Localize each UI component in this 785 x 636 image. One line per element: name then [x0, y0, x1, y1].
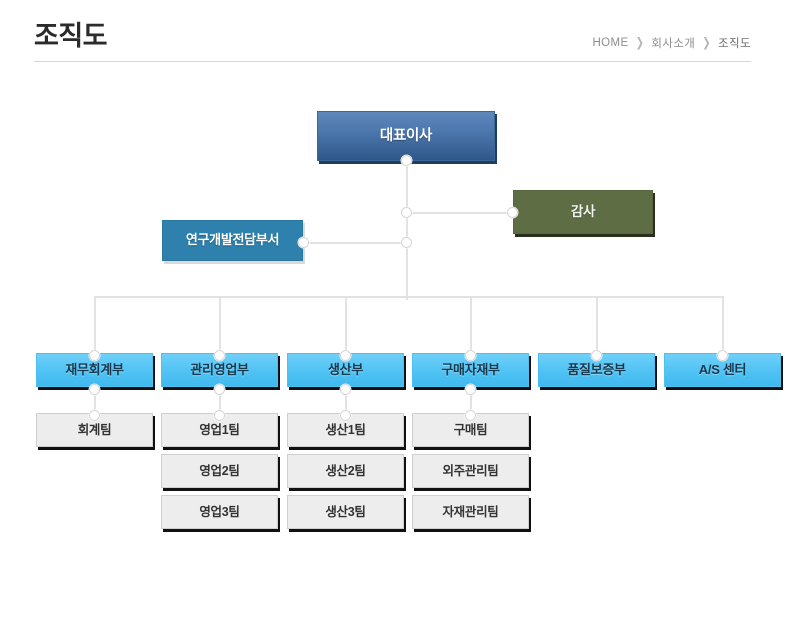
node-team-sales-2[interactable]: 영업2팀 — [161, 454, 278, 488]
connector-rnd-horizontal — [303, 242, 407, 244]
connector-drop-dept-0 — [94, 296, 96, 356]
connector-node-rnd-junction — [401, 237, 412, 248]
connector-trunk-vertical — [406, 112, 408, 300]
page-header: 조직도 HOME ❯ 회사소개 ❯ 조직도 — [0, 0, 785, 62]
connector-node-dept-1-bottom — [214, 384, 225, 395]
chevron-right-icon: ❯ — [702, 36, 712, 50]
breadcrumb-item-current: 조직도 — [718, 38, 751, 50]
connector-drop-dept-2 — [345, 296, 347, 356]
connector-node-auditor-left — [507, 207, 518, 218]
connector-drop-dept-3 — [470, 296, 472, 356]
connector-node-team-1-top — [214, 410, 225, 421]
connector-node-dept-3-top — [465, 350, 476, 361]
node-team-materials[interactable]: 자재관리팀 — [412, 495, 529, 529]
connector-auditor-horizontal — [407, 212, 513, 214]
connector-dept-to-team-2 — [345, 389, 347, 417]
chevron-right-icon: ❯ — [635, 36, 645, 50]
connector-drop-dept-5 — [722, 296, 724, 356]
node-rnd-department[interactable]: 연구개발전담부서 — [162, 220, 303, 261]
connector-node-dept-2-bottom — [340, 384, 351, 395]
connector-dept-to-team-1 — [219, 389, 221, 417]
connector-node-dept-0-bottom — [89, 384, 100, 395]
connector-node-dept-1-top — [214, 350, 225, 361]
page-title: 조직도 — [34, 21, 108, 51]
connector-node-dept-0-top — [89, 350, 100, 361]
connector-drop-dept-1 — [219, 296, 221, 356]
connector-node-rnd-right — [298, 237, 309, 248]
node-team-outsourcing[interactable]: 외주관리팀 — [412, 454, 529, 488]
header-divider — [34, 61, 751, 62]
connector-department-bus — [95, 296, 724, 298]
connector-node-team-3-top — [465, 410, 476, 421]
connector-node-dept-3-bottom — [465, 384, 476, 395]
connector-dept-to-team-0 — [94, 389, 96, 417]
connector-node-auditor-junction — [401, 207, 412, 218]
connector-node-team-0-top — [89, 410, 100, 421]
connector-drop-dept-4 — [596, 296, 598, 356]
connector-node-team-2-top — [340, 410, 351, 421]
breadcrumb: HOME ❯ 회사소개 ❯ 조직도 — [592, 35, 751, 51]
node-team-sales-3[interactable]: 영업3팀 — [161, 495, 278, 529]
connector-dept-to-team-3 — [470, 389, 472, 417]
breadcrumb-item-home[interactable]: HOME — [592, 37, 629, 49]
node-team-production-2[interactable]: 생산2팀 — [287, 454, 404, 488]
connector-node-dept-2-top — [340, 350, 351, 361]
org-chart-canvas: 대표이사 감사 연구개발전담부서 재무회계부 관리영업부 생산부 구매자재부 품… — [0, 62, 785, 636]
node-team-production-3[interactable]: 생산3팀 — [287, 495, 404, 529]
connector-trunk-lower — [406, 242, 408, 296]
connector-node-ceo-bottom — [401, 155, 412, 166]
node-auditor[interactable]: 감사 — [513, 190, 653, 234]
breadcrumb-item-company[interactable]: 회사소개 — [651, 38, 696, 50]
node-ceo[interactable]: 대표이사 — [317, 111, 495, 161]
connector-node-dept-5-top — [717, 350, 728, 361]
connector-node-dept-4-top — [591, 350, 602, 361]
